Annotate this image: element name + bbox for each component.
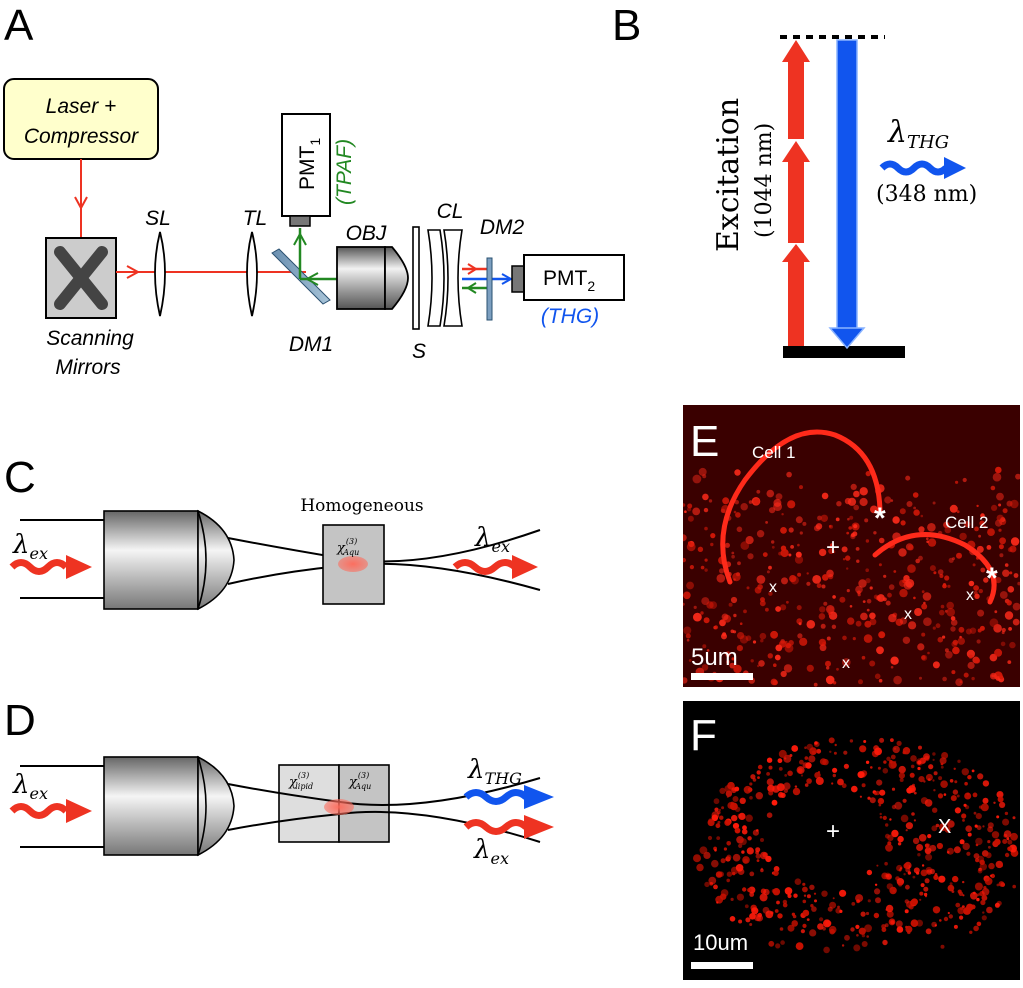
- x-marker-4: x: [842, 655, 850, 672]
- tube-lens-icon: [246, 231, 258, 317]
- panel-label-e: E: [690, 417, 719, 466]
- chi-aqu-label-c: χ(3)Aqu: [336, 537, 359, 557]
- cell1-outline: [720, 429, 883, 585]
- objective-c: [103, 510, 199, 610]
- thg-wave-icon: [879, 160, 949, 176]
- scale-label-e: 5um: [691, 644, 738, 671]
- lambda-ex-in-c: λex: [12, 530, 48, 563]
- panel-c-homogeneous: C Homogeneous χ(3)Aqu λex λex: [4, 453, 541, 611]
- beam-arrow-down: [74, 196, 88, 211]
- pmt1-detector: [281, 113, 331, 217]
- excitation-label: Excitation: [711, 98, 746, 252]
- scan-label-line1: Scanning: [46, 327, 134, 350]
- focal-spot-d: [324, 799, 354, 815]
- condenser-lens-a: [427, 229, 445, 327]
- chi-lipid-label: χ(3)lipid: [288, 771, 313, 791]
- scan-lens-icon: [154, 231, 166, 317]
- panel-a-setup: A Laser + Compressor Scanning Mirrors SL…: [3, 1, 625, 379]
- laser-label-line2: Compressor: [24, 125, 139, 148]
- obj-label: OBJ: [346, 222, 387, 245]
- x-marker-f: X: [938, 816, 951, 838]
- panel-label-b: B: [612, 1, 641, 50]
- objective-body: [336, 246, 386, 310]
- homogeneous-label: Homogeneous: [300, 496, 423, 516]
- sl-label: SL: [145, 207, 171, 230]
- scan-label-line2: Mirrors: [55, 356, 121, 379]
- micrograph-f-texture: [693, 737, 1019, 954]
- dichroic-mirror-2-icon: [486, 257, 493, 321]
- sample-slide: [412, 226, 420, 330]
- beam-arrow-right: [126, 265, 141, 279]
- panel-f-micrograph: + X 10um F: [683, 701, 1020, 980]
- pmt1-label: PMT1: [296, 138, 323, 190]
- nucleus-marker-e: +: [826, 534, 840, 561]
- cl-label: CL: [437, 200, 464, 223]
- thg-wavelength: (348 nm): [876, 182, 977, 207]
- panel-label-a: A: [4, 1, 34, 50]
- pmt2-window: [511, 265, 525, 293]
- x-marker-1: x: [769, 579, 777, 596]
- lambda-thg-out-d: λTHG: [467, 755, 522, 788]
- nucleus-marker-f: +: [826, 818, 840, 845]
- scale-bar-e: [691, 673, 753, 680]
- wave-in-c-icon: [9, 559, 69, 575]
- pmt1-window: [289, 215, 311, 227]
- micrograph-e-texture: [683, 466, 1020, 687]
- scale-bar-f: [691, 962, 753, 969]
- panel-label-d: D: [4, 696, 36, 745]
- dm2-label: DM2: [480, 216, 525, 239]
- excitation-wavelength: (1044 nm): [752, 123, 777, 238]
- dm1-label: DM1: [289, 333, 333, 356]
- wave-out-c-icon: [452, 559, 518, 575]
- panel-d-interface: D χ(3)lipid χ(3)Aqu λex λTHG λex: [4, 696, 554, 868]
- chi-aqu-label-d: χ(3)Aqu: [348, 771, 371, 791]
- x-marker-3: x: [966, 587, 974, 604]
- thg-label: (THG): [541, 305, 599, 328]
- lambda-ex-out-d: λex: [473, 835, 509, 868]
- scanning-mirrors-x-icon: [54, 246, 108, 310]
- wave-thg-d-icon: [463, 789, 529, 805]
- panel-label-c: C: [4, 453, 36, 502]
- lambda-ex-in-d: λex: [12, 770, 48, 803]
- panel-label-f: F: [690, 711, 717, 760]
- star-marker-2: *: [986, 562, 998, 595]
- thg-emission-arrow: [828, 39, 866, 350]
- pmt2-label: PMT2: [543, 267, 595, 294]
- laser-label-line1: Laser +: [46, 95, 117, 118]
- wave-in-d-icon: [9, 803, 69, 819]
- ground-level: [783, 346, 905, 358]
- excitation-arrows: [782, 40, 810, 346]
- lambda-thg-label: λTHG: [887, 115, 949, 153]
- pmt2-detector: [523, 254, 625, 301]
- s-label: S: [412, 340, 426, 363]
- objective-d: [103, 756, 199, 856]
- cell2-outline: [872, 532, 997, 605]
- tpaf-label: (TPAF): [333, 139, 356, 205]
- focal-spot-c: [338, 556, 368, 572]
- star-marker-1: *: [874, 502, 886, 535]
- condenser-lens-b: [443, 229, 463, 327]
- tl-label: TL: [243, 207, 268, 230]
- cell1-label: Cell 1: [752, 443, 795, 462]
- panel-b-energy-diagram: B Excitation (1044 nm) λTHG (348 nm): [612, 1, 977, 358]
- panel-e-micrograph: Cell 1 Cell 2 + * * x x x x 5um E: [683, 405, 1020, 687]
- cell2-label: Cell 2: [945, 513, 988, 532]
- lambda-ex-out-c: λex: [474, 523, 510, 556]
- wave-ex-d-icon: [463, 819, 529, 835]
- objective-tip: [384, 246, 409, 310]
- scale-label-f: 10um: [693, 930, 748, 955]
- x-marker-2: x: [904, 606, 912, 623]
